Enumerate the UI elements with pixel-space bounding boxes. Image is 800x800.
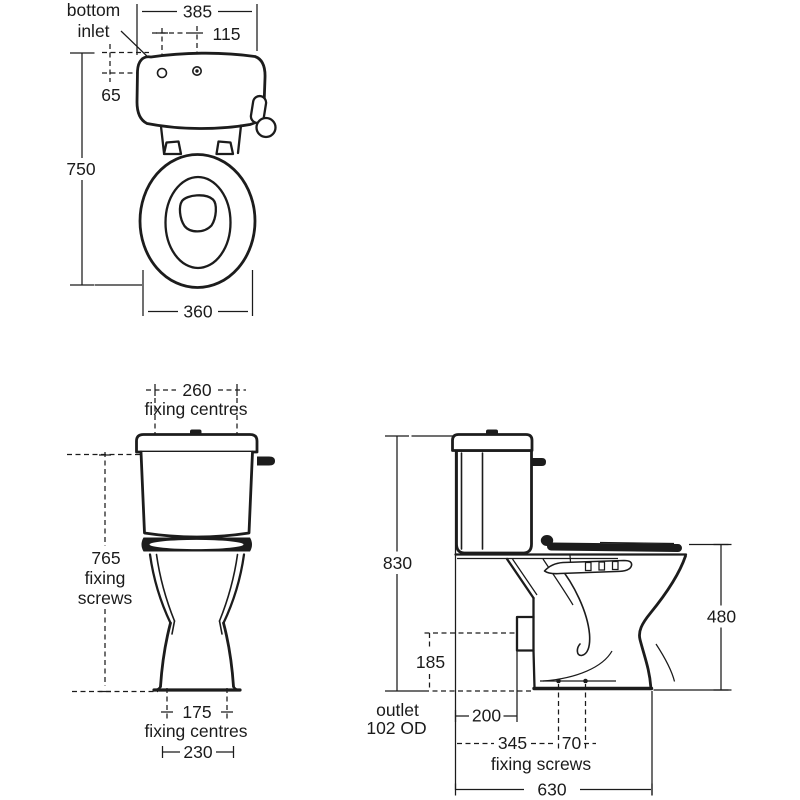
front-fixing-dimensions	[67, 384, 246, 758]
side-outlet-spigot	[515, 615, 535, 652]
front-view: bottom inlet 385 115 65 750 360	[66, 0, 277, 322]
label-fixing-centres-top: fixing centres	[144, 399, 247, 419]
dim-360: 360	[183, 302, 212, 322]
bottom-inlet-hole	[156, 67, 168, 79]
front-fixing-view: 260 fixing centres 765 fixing screws 175…	[67, 380, 275, 762]
dim-260: 260	[182, 380, 211, 400]
front-bowl-water	[178, 194, 217, 233]
side-view-dimensions	[385, 435, 732, 796]
side-view: 830 185 480 outlet 102 OD 200 345 70 fix…	[366, 429, 736, 800]
front-seat-hinge-left	[162, 140, 183, 156]
dim-630: 630	[537, 780, 566, 800]
dim-385: 385	[183, 2, 212, 22]
front-flush-lever	[249, 94, 277, 139]
side-fixing-screw-2	[583, 678, 588, 684]
dim-230: 230	[183, 742, 212, 762]
dim-70: 70	[562, 733, 582, 753]
side-flush-lever	[531, 458, 546, 466]
side-cistern-lid	[451, 433, 534, 452]
fixing-cistern-lid	[135, 433, 259, 454]
dim-185: 185	[416, 652, 445, 672]
side-seat	[540, 535, 682, 552]
side-cistern-body	[455, 449, 533, 555]
side-fixing-screw-1	[556, 678, 561, 684]
dim-65: 65	[101, 85, 120, 105]
fixing-flush-lever	[257, 456, 275, 466]
label-outlet-line1: outlet	[376, 700, 419, 720]
dim-830: 830	[383, 553, 412, 573]
dim-345: 345	[498, 733, 527, 753]
fixing-cistern-lid-button	[190, 429, 202, 435]
front-view-dimensions	[70, 4, 258, 316]
fixing-bowl-pedestal	[148, 553, 246, 692]
fixing-cistern-body	[139, 450, 254, 539]
dim-480: 480	[707, 607, 736, 627]
dim-115: 115	[213, 24, 241, 44]
inlet-note-line2: inlet	[77, 21, 109, 41]
front-pan-right-edge	[236, 124, 243, 155]
label-fixing-screws: fixing screws	[491, 754, 591, 774]
label-outlet-line2: 102 OD	[366, 718, 426, 738]
dim-200: 200	[472, 706, 501, 726]
dim-765: 765	[91, 548, 120, 568]
side-pan-interior	[540, 555, 676, 684]
front-cistern-outline	[135, 51, 267, 130]
fixing-seat-band-highlight	[149, 539, 244, 550]
side-pan-body	[505, 554, 687, 691]
label-fixing-line2: screws	[78, 588, 133, 608]
front-pan-left-edge	[159, 125, 166, 155]
side-cistern-lid-button	[486, 429, 498, 435]
centre-hole-dot	[195, 69, 199, 73]
side-seat-buffer-detail	[543, 559, 633, 575]
dim-750: 750	[66, 159, 95, 179]
label-fixing-centres-bottom: fixing centres	[144, 721, 247, 741]
front-seat-hinge-right	[215, 140, 235, 156]
label-fixing-line1: fixing	[85, 568, 126, 588]
dim-175: 175	[182, 702, 211, 722]
inlet-note-line1: bottom	[67, 0, 121, 20]
